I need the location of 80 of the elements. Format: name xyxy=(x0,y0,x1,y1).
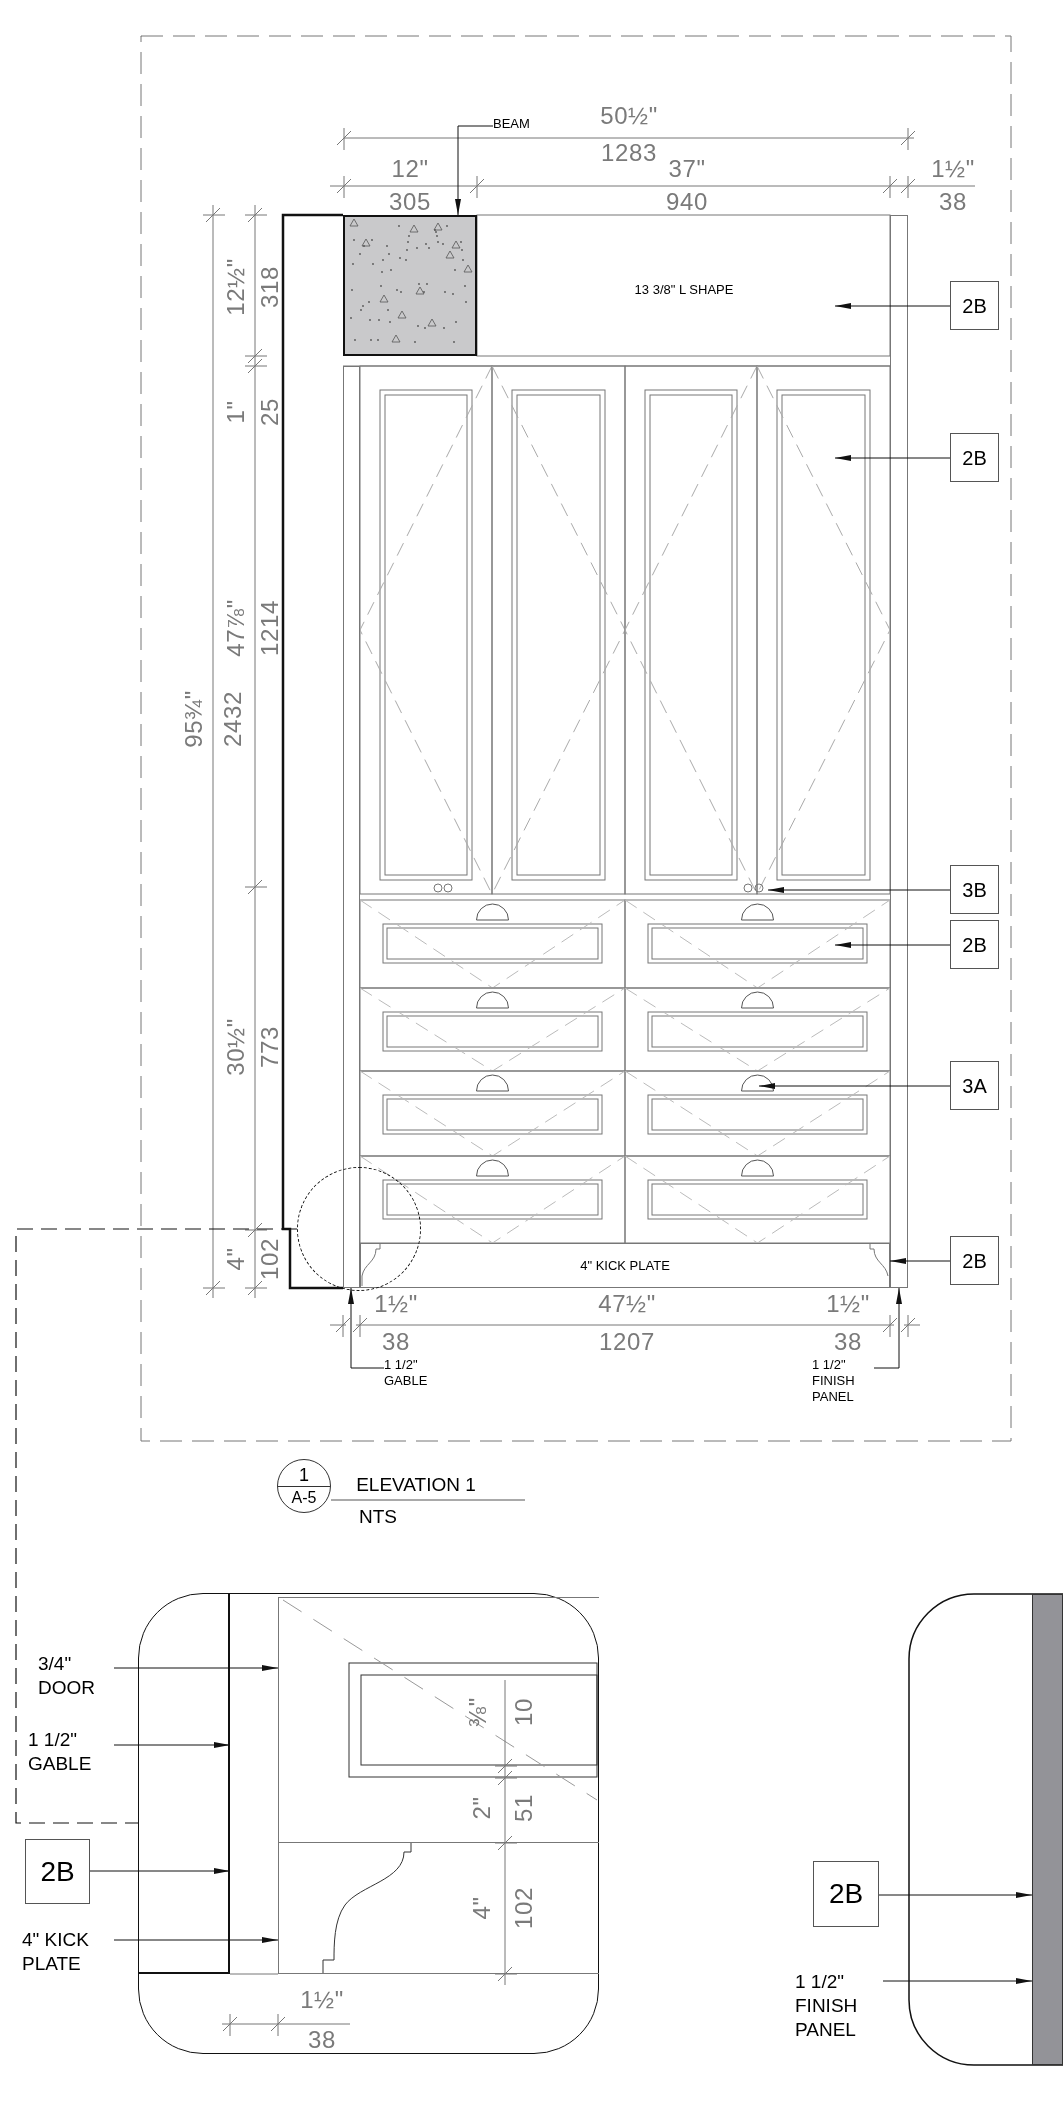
dimension-text: 38 xyxy=(382,1330,410,1354)
kick-plate-section xyxy=(277,1842,599,1974)
callout-text: 1 1/2" FINISH PANEL xyxy=(795,1970,883,2048)
leader-arrow xyxy=(89,1868,231,1874)
reference-tag: 2B xyxy=(25,1839,90,1904)
leader-arrow xyxy=(348,1287,385,1369)
dimension-text: 2432 xyxy=(221,691,245,747)
dimension-text: 38 xyxy=(834,1330,862,1354)
dimension-text: 47⅞" xyxy=(224,599,248,657)
dimension-text: 305 xyxy=(389,190,431,214)
dimension-text: 2" xyxy=(470,1796,494,1820)
reference-tag: 2B xyxy=(950,920,999,969)
reference-tag: 2B xyxy=(950,433,999,482)
view-title: NTS xyxy=(359,1506,397,1526)
dimension-text: 4" xyxy=(470,1896,494,1920)
dimension-text: 318 xyxy=(258,266,282,308)
dimension-text: 1214 xyxy=(258,600,282,656)
detail-frame xyxy=(138,1593,599,2054)
dimension-text: 1½" xyxy=(374,1292,418,1316)
leader-arrow xyxy=(834,942,951,948)
door-section xyxy=(277,1596,599,1843)
dimension-text: 102 xyxy=(512,1887,536,1929)
section-marker xyxy=(277,1459,331,1513)
dimension-text: 1½" xyxy=(826,1292,870,1316)
view-title: ELEVATION 1 xyxy=(356,1474,476,1494)
reference-tag: 2B xyxy=(813,1861,879,1927)
dimension-text: 47½" xyxy=(598,1292,656,1316)
dimension-text: 25 xyxy=(258,398,282,426)
leader-arrow xyxy=(873,1287,902,1369)
marker-number: 1 xyxy=(278,1463,330,1487)
dimension-text: 38 xyxy=(308,2028,336,2052)
dimension-text: 4" xyxy=(224,1247,248,1271)
leader-arrow xyxy=(882,1978,1033,1984)
dimension-text: 12½" xyxy=(224,258,248,316)
gable-section xyxy=(137,1592,230,1974)
dimension-text: 51 xyxy=(512,1794,536,1822)
dimension-text: 30½" xyxy=(224,1018,248,1076)
callout-text: 4" KICK PLATE xyxy=(22,1928,114,1980)
leader-arrow xyxy=(834,455,951,461)
dimension-text: 1283 xyxy=(601,141,657,165)
dimension-text: 50½" xyxy=(600,104,658,128)
leader-arrow xyxy=(455,125,494,216)
leader-arrow xyxy=(113,1937,279,1943)
leader-arrow xyxy=(758,1083,951,1089)
callout-text: 1 1/2" GABLE xyxy=(384,1357,446,1401)
reference-tag: 2B xyxy=(950,281,999,330)
dimension-text: 773 xyxy=(258,1026,282,1068)
dimension-text: 10 xyxy=(512,1698,536,1726)
dimension-text: 1207 xyxy=(599,1330,655,1354)
dimension-text: 95¾" xyxy=(182,690,206,748)
callout-text: BEAM xyxy=(493,116,553,136)
dimension-text: 102 xyxy=(258,1238,282,1280)
dimension-text: ⅜" xyxy=(466,1697,490,1727)
dimension-text: 1½" xyxy=(931,157,975,181)
leader-arrow xyxy=(767,887,951,893)
detail-callout-line xyxy=(15,1228,298,1824)
dimension-text: 1" xyxy=(224,400,248,424)
dimension-text: 37" xyxy=(668,157,706,181)
beam xyxy=(343,215,477,356)
side-panel xyxy=(890,215,908,1288)
leader-arrow xyxy=(113,1665,279,1671)
side-panel xyxy=(343,366,360,1288)
leader-arrow xyxy=(834,303,951,309)
callout-text: 1 1/2" GABLE xyxy=(28,1728,114,1780)
sheet-number: A-5 xyxy=(291,1487,317,1508)
callout-text: 1 1/2" FINISH PANEL xyxy=(812,1357,874,1421)
note-text: 13 3/8" L SHAPE xyxy=(634,282,734,296)
finish-panel xyxy=(1032,1594,1063,2065)
leader-arrow xyxy=(889,1258,951,1264)
reference-tag: 2B xyxy=(950,1236,999,1285)
kick-plate: 4" KICK PLATE xyxy=(360,1243,890,1288)
reference-tag: 3A xyxy=(950,1061,999,1110)
dimension-text: 940 xyxy=(666,190,708,214)
leader-arrow xyxy=(878,1892,1033,1898)
leader-arrow xyxy=(113,1742,231,1748)
callout-text: 3/4" DOOR xyxy=(38,1652,114,1704)
reference-tag: 3B xyxy=(950,865,999,914)
dimension-text: 38 xyxy=(939,190,967,214)
dimension-text: 1½" xyxy=(300,1988,344,2012)
dimension-text: 12" xyxy=(391,157,429,181)
